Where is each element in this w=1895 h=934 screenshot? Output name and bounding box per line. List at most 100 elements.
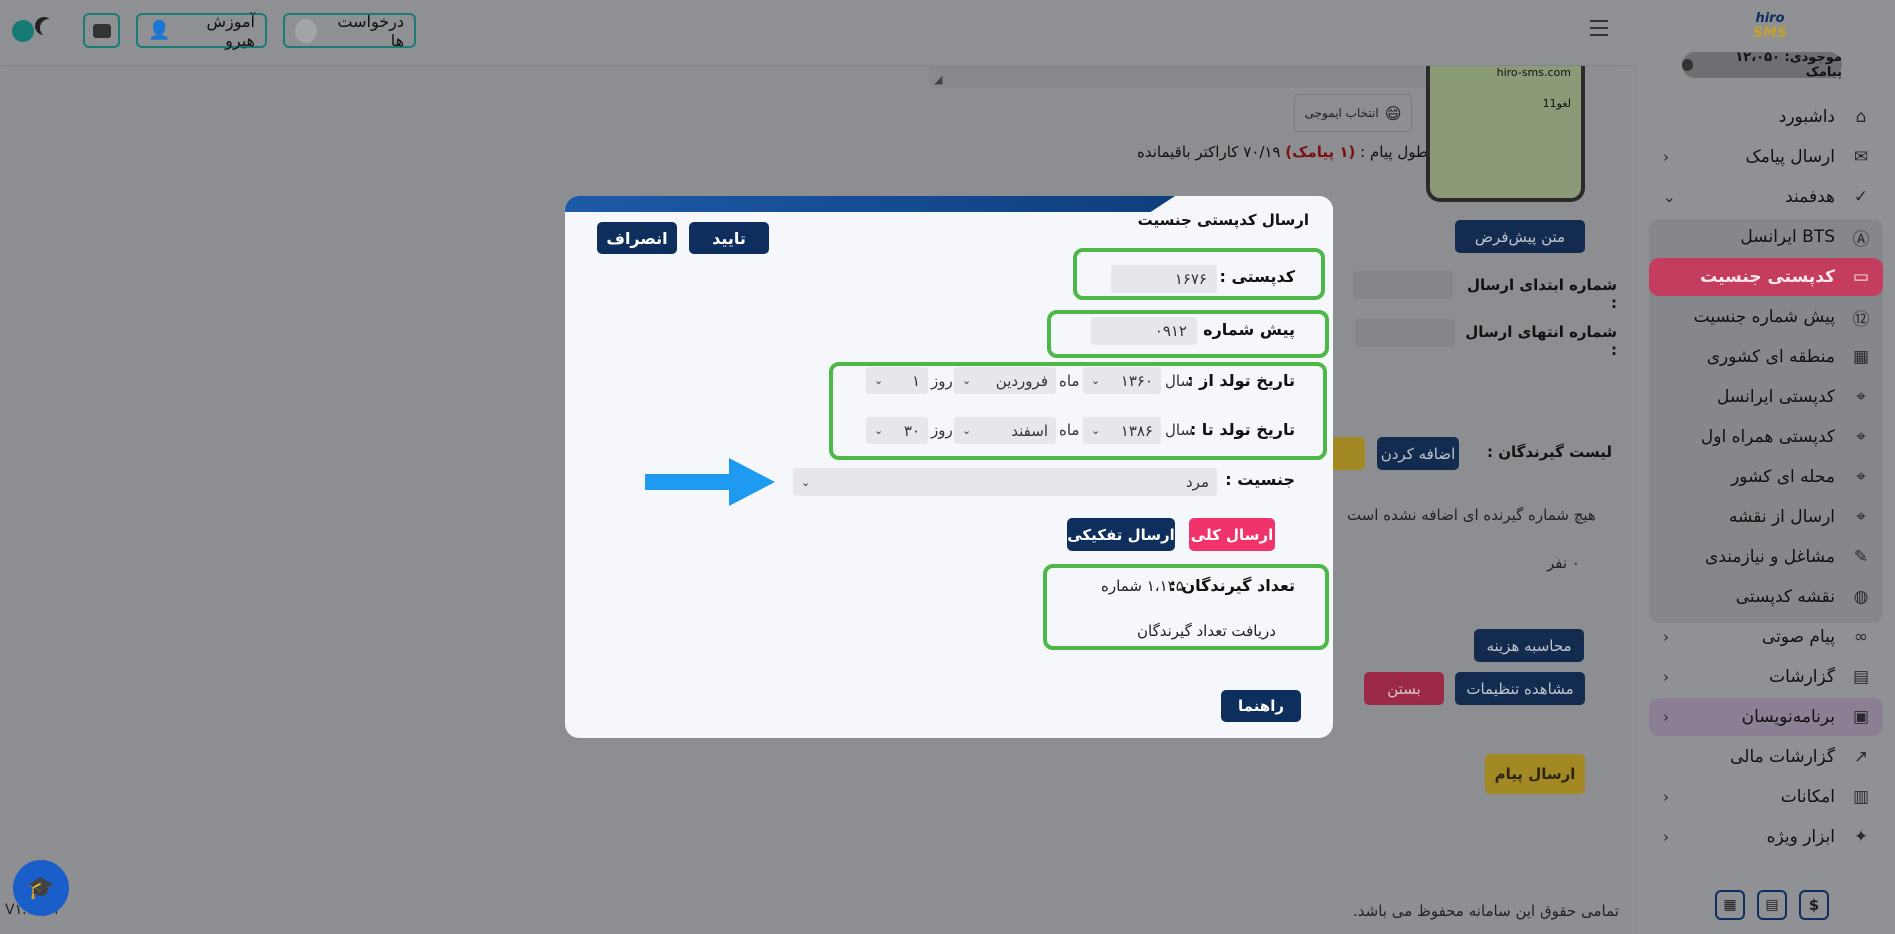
sidebar-item-label: ارسال پیامک	[1745, 147, 1835, 167]
to-year-select[interactable]: ۱۳۸۶⌄	[1083, 417, 1161, 444]
sidebar-item-label: امکانات	[1780, 787, 1835, 807]
refresh-icon[interactable]	[1682, 59, 1694, 71]
sidebar-item-7[interactable]: ▦منطقه ای کشوری	[1649, 338, 1883, 376]
sidebar-item-label: داشبورد	[1778, 107, 1835, 127]
sidebar-item-label: پیام صوتی	[1761, 627, 1835, 647]
recipients-count-label: تعداد گیرندگان :	[1169, 576, 1295, 595]
code-icon: ▣	[1852, 707, 1870, 727]
sidebar-item-10[interactable]: ⌖محله ای کشور	[1649, 458, 1883, 496]
view-settings-button[interactable]: مشاهده تنظیمات	[1455, 672, 1585, 705]
postal-code-label: کدپستی :	[1219, 267, 1295, 286]
prefix-input[interactable]: ۰۹۱۲	[1091, 317, 1197, 345]
sidebar-item-label: منطقه ای کشوری	[1706, 347, 1835, 367]
chevron-down-icon: ⌄	[1091, 424, 1101, 437]
help-button[interactable]: راهنما	[1221, 690, 1301, 722]
sidebar-item-2[interactable]: ✉ارسال پیامک‹	[1649, 138, 1883, 176]
to-month-select[interactable]: اسفند⌄	[954, 417, 1056, 444]
to-day-select[interactable]: ۳۰⌄	[866, 417, 928, 444]
building-icon: ▥	[1852, 787, 1870, 807]
sidebar-item-8[interactable]: ⌖ کدپستی ایرانسل	[1649, 378, 1883, 416]
sidebar-item-label: هدفمند	[1785, 187, 1835, 207]
training-button[interactable]: آموزش هیرو 👤	[136, 12, 267, 50]
chat-icon: ✎	[1853, 547, 1869, 567]
dollar-icon[interactable]: $	[1799, 890, 1829, 920]
phone-preview: hiro-sms.com لغو11	[1426, 66, 1585, 202]
birth-date-highlight	[829, 362, 1327, 460]
cancel-button[interactable]: انصراف	[597, 222, 677, 254]
send-all-button[interactable]: ارسال کلی	[1189, 518, 1275, 551]
sidebar-item-label: برنامه‌نویسان	[1741, 707, 1835, 727]
chevron-left-icon: ‹	[1663, 148, 1669, 166]
sidebar-item-label: کدپستی ایرانسل	[1717, 387, 1835, 407]
number-icon: ⑫	[1852, 309, 1870, 330]
calendar-icon[interactable]: ▦	[1715, 890, 1745, 920]
hamburger-menu-icon[interactable]	[1590, 20, 1608, 36]
sidebar-item-label: نقشه کدپستی	[1735, 587, 1835, 607]
globe-icon: ◍	[1853, 587, 1869, 607]
get-recipients-link[interactable]: دریافت تعداد گیرندگان	[1137, 622, 1276, 640]
sidebar-item-label: ابزار ویژه	[1766, 827, 1835, 847]
start-number-input[interactable]	[1353, 271, 1453, 299]
chevron-down-icon: ⌄	[874, 374, 884, 387]
gender-select[interactable]: مرد⌄	[793, 468, 1217, 496]
sidebar-item-label: مشاغل و نیازمندی	[1705, 547, 1835, 567]
send-separate-button[interactable]: ارسال تفکیکی	[1067, 518, 1175, 551]
from-year-select[interactable]: ۱۳۶۰⌄	[1083, 367, 1161, 394]
from-day-label: روز	[931, 372, 953, 390]
emoji-icon: 😄	[1384, 103, 1402, 123]
sidebar-item-12[interactable]: ✎ مشاغل و نیازمندی	[1649, 538, 1883, 576]
sidebar-item-11[interactable]: ⌖ارسال از نقشه	[1649, 498, 1883, 536]
academy-button[interactable]: 🎓	[13, 860, 69, 916]
emoji-button[interactable]: 😄 انتخاب ایموجی	[1294, 94, 1412, 132]
resize-handle-icon: ◢	[934, 73, 943, 86]
postal-code-input[interactable]: ۱۶۷۶	[1111, 265, 1217, 293]
default-text-button[interactable]: متن پیش‌فرض	[1455, 220, 1585, 253]
confirm-button[interactable]: تایید	[689, 222, 769, 254]
chevron-down-icon: ⌄	[1091, 374, 1101, 387]
end-number-input[interactable]	[1355, 319, 1455, 347]
chevron-down-icon: ⌄	[962, 424, 972, 437]
send-message-button[interactable]: ارسال پیام	[1485, 754, 1585, 794]
sidebar-item-3[interactable]: ✓هدفمند⌄	[1649, 178, 1883, 216]
add-recipient-button[interactable]: اضافه کردن	[1377, 437, 1459, 470]
from-month-select[interactable]: فروردین⌄	[954, 367, 1056, 394]
pin-icon: ⌖	[1856, 427, 1866, 447]
gold-button-partial[interactable]	[1327, 437, 1365, 470]
requests-button[interactable]: درخواست ها	[283, 12, 416, 50]
chevron-down-icon: ⌄	[801, 475, 811, 489]
modal-header-stripe	[565, 196, 1333, 212]
sidebar-item-13[interactable]: ◍ نقشه کدپستی	[1649, 578, 1883, 616]
message-textarea[interactable]	[929, 66, 1565, 88]
sidebar-item-18[interactable]: ▥امکانات‹	[1649, 778, 1883, 816]
pin-icon: ⌖	[1856, 387, 1866, 407]
chevron-left-icon: ‹	[1663, 828, 1669, 846]
topbar: درخواست ها آموزش هیرو 👤	[0, 0, 1637, 66]
to-year-label: سال	[1165, 421, 1194, 439]
contact-card-icon[interactable]: ▤	[1757, 890, 1787, 920]
sidebar-item-label: محله ای کشور	[1731, 467, 1835, 487]
theme-toggle[interactable]	[12, 20, 34, 42]
chevron-left-icon: ‹	[1663, 668, 1669, 686]
moon-icon[interactable]	[40, 19, 58, 37]
briefcase-button[interactable]	[83, 13, 120, 48]
sidebar-item-14[interactable]: ∞پیام صوتی‹	[1649, 618, 1883, 656]
close-button[interactable]: بستن	[1364, 672, 1444, 705]
birth-to-label: تاریخ تولد تا :	[1189, 420, 1295, 439]
sidebar-item-5[interactable]: ▭کدپستی جنسیت	[1649, 258, 1883, 296]
sidebar-item-9[interactable]: ⌖کدپستی همراه اول	[1649, 418, 1883, 456]
sidebar-item-19[interactable]: ✦ابزار ویژه‹	[1649, 818, 1883, 856]
user-icon: 👤	[148, 20, 171, 41]
sidebar-item-15[interactable]: ▤گزارشات‹	[1649, 658, 1883, 696]
sidebar-item-label: BTS ایرانسل	[1740, 227, 1835, 247]
chevron-down-icon: ⌄	[1663, 188, 1676, 206]
from-day-select[interactable]: ۱⌄	[866, 367, 928, 394]
balance-text: موجودی: ۱۲،۰۵۰ پیامک	[1735, 50, 1842, 80]
sidebar-item-17[interactable]: ↗گزارشات مالی	[1649, 738, 1883, 776]
sidebar-item-1[interactable]: ⌂داشبورد	[1649, 98, 1883, 136]
calc-cost-button[interactable]: محاسبه هزینه	[1474, 629, 1584, 662]
to-month-label: ماه	[1059, 421, 1080, 439]
prefix-highlight	[1047, 310, 1329, 358]
sidebar-item-16[interactable]: ▣برنامه‌نویسان‹	[1649, 698, 1883, 736]
